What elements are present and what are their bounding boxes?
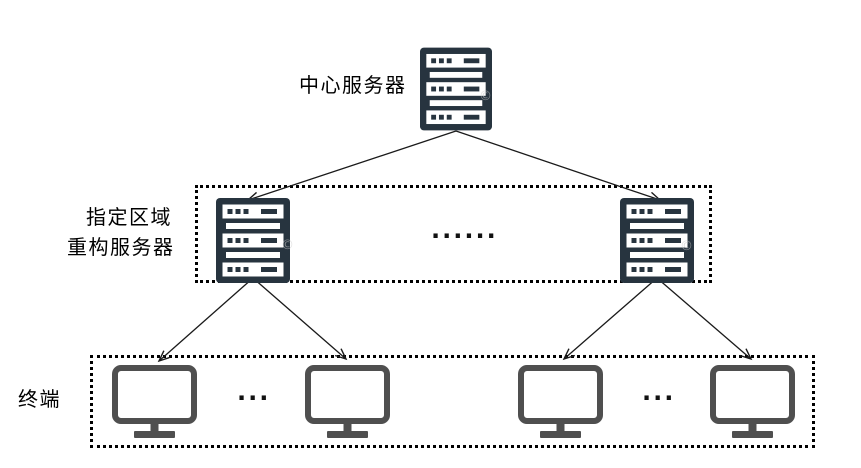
watermark-icon: © <box>479 89 492 104</box>
terminals-label: 终端 <box>18 389 61 411</box>
edge-regional-server-right-to-terminal-4 <box>656 277 751 359</box>
terminals-group-box <box>90 355 815 448</box>
edge-regional-server-left-to-terminal-1 <box>159 277 254 361</box>
regional-servers-ellipsis: ...... <box>431 216 498 244</box>
watermark-icon: © <box>281 238 294 253</box>
terminal-4-icon <box>710 365 795 438</box>
regional-servers-label-line2: 重构服务器 <box>67 237 175 259</box>
edge-regional-server-right-to-terminal-3 <box>564 277 658 359</box>
regional-server-left-icon <box>216 198 290 283</box>
terminal-1-icon <box>112 365 197 438</box>
watermark-icon: © <box>680 239 693 254</box>
terminal-3-icon <box>518 365 603 438</box>
terminal-2-icon <box>305 365 390 438</box>
terminals-ellipsis-left: ... <box>237 378 271 406</box>
central-server-label: 中心服务器 <box>299 75 407 97</box>
edge-regional-server-left-to-terminal-2 <box>252 277 346 359</box>
terminals-ellipsis-right: ... <box>642 378 676 406</box>
regional-servers-label-line1: 指定区域 <box>86 207 172 229</box>
